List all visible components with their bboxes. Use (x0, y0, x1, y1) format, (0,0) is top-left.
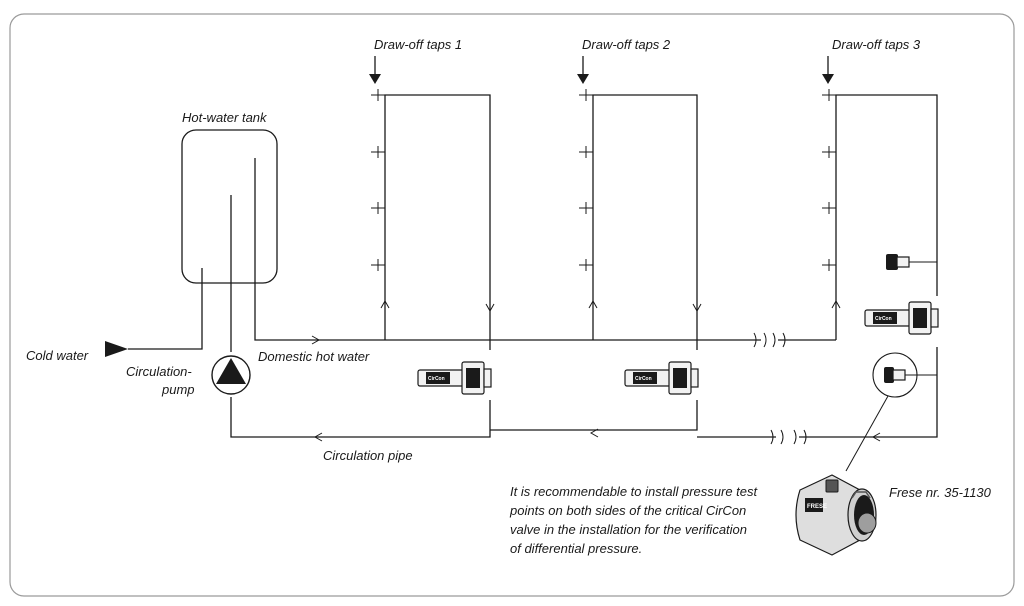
frese-label: Frese nr. 35-1130 (889, 485, 992, 500)
pump-label-2: pump (161, 382, 195, 397)
hot-water-tank (181, 129, 278, 284)
circon-valve-2-icon: CirCon (624, 361, 699, 395)
note-line-1: It is recommendable to install pressure … (510, 484, 758, 499)
cold-water-label: Cold water (26, 348, 89, 363)
circon-valve-1-icon: CirCon (417, 361, 492, 395)
pump-label-1: Circulation- (126, 364, 192, 379)
taps-3 (822, 89, 836, 271)
pump-triangle (216, 358, 246, 384)
circulation-pipe-label: Circulation pipe (323, 448, 413, 463)
branch-1-riser (384, 94, 491, 350)
note-line-3: valve in the installation for the verifi… (510, 522, 747, 537)
tank-label: Hot-water tank (182, 110, 268, 125)
taps-2 (579, 89, 593, 271)
taps-2-label: Draw-off taps 2 (582, 37, 671, 52)
detail-leader-line (845, 395, 889, 472)
svg-text:CirCon: CirCon (428, 376, 445, 382)
cold-water-arrow-icon (105, 341, 128, 357)
note-line-2: points on both sides of the critical Cir… (509, 503, 746, 518)
domestic-hot-water-label: Domestic hot water (258, 349, 370, 364)
note-line-4: of differential pressure. (510, 541, 642, 556)
branch-2-riser (592, 94, 698, 350)
hot-water-main (254, 158, 761, 341)
taps-1-label: Draw-off taps 1 (374, 37, 462, 52)
cold-water-pipe (128, 268, 203, 350)
circon-valve-3-icon: CirCon (864, 301, 939, 335)
pump-to-circulation-pipe (230, 397, 491, 438)
svg-text:FRESE: FRESE (807, 504, 827, 510)
branch-3-riser (835, 94, 938, 340)
taps-3-label: Draw-off taps 3 (832, 37, 921, 52)
svg-text:CirCon: CirCon (875, 316, 892, 322)
svg-text:CirCon: CirCon (635, 376, 652, 382)
detail-circle (872, 352, 918, 398)
pressure-test-point-icon (886, 254, 898, 270)
outer-frame (9, 13, 1015, 597)
frese-valve-detail-icon: FRESE (795, 474, 877, 556)
taps-1 (371, 89, 385, 271)
